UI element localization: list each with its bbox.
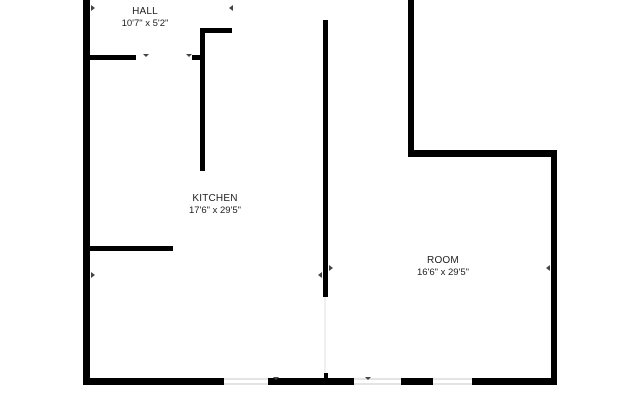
dimension-ticks (91, 5, 550, 380)
room-label-kitchen: KITCHEN 17'6" x 29'5" (170, 193, 260, 217)
wall-bottom-3 (401, 378, 433, 385)
wall-hall-bottom-right (192, 55, 200, 60)
wall-room-top-horizontal (408, 150, 557, 157)
wall-room-top-vertical (408, 0, 414, 157)
wall-left (83, 0, 90, 385)
tick-bottom-kitchen (273, 377, 279, 380)
tick-kitchen-left (91, 272, 95, 278)
tick-hall-right (229, 5, 233, 11)
tick-bottom-room (365, 377, 371, 380)
wall-bottom-4 (472, 378, 557, 385)
wall-bottom-2 (268, 378, 354, 385)
room-dimensions-hall: 10'7" x 5'2" (121, 18, 169, 29)
tick-hall-bottom-1 (143, 54, 149, 57)
room-name-hall: HALL (132, 6, 158, 17)
room-dimensions-kitchen: 17'6" x 29'5" (188, 205, 242, 216)
wall-hall-bottom-left (90, 55, 136, 60)
walls (83, 0, 557, 385)
wall-bottom-1 (83, 378, 224, 385)
tick-room-right (546, 265, 550, 271)
room-name-room: ROOM (427, 255, 459, 266)
wall-kitchen-inner-top (200, 28, 232, 33)
room-label-room: ROOM 16'6" x 29'5" (398, 255, 488, 279)
tick-hall-bottom-2 (186, 54, 192, 57)
wall-kitchen-inner-vertical (200, 28, 205, 171)
wall-divider (323, 20, 328, 297)
room-dimensions-room: 16'6" x 29'5" (416, 267, 470, 278)
room-name-kitchen: KITCHEN (192, 193, 238, 204)
wall-room-right (551, 150, 557, 385)
tick-kitchen-right (318, 272, 322, 278)
tick-hall-left (91, 5, 95, 11)
tick-room-left (329, 265, 333, 271)
wall-kitchen-stub (90, 246, 173, 251)
room-label-hall: HALL 10'7" x 5'2" (115, 6, 175, 30)
windows (224, 378, 472, 385)
